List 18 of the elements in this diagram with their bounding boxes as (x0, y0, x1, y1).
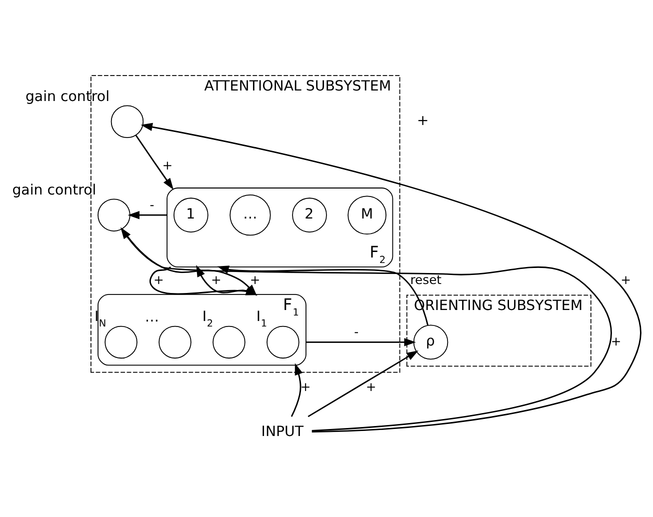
edge-label: + (620, 272, 632, 287)
edge-label: reset (410, 272, 442, 287)
node-label: gain control (25, 89, 110, 106)
edge-label: - (354, 325, 359, 340)
node-label: … (144, 310, 160, 326)
edge-label: + (162, 158, 173, 173)
node-text: INPUT (261, 424, 304, 440)
edge-label: + (300, 380, 311, 394)
edge-label: - (150, 198, 154, 212)
edge-label: + (210, 272, 222, 287)
edge-label: + (366, 380, 376, 394)
node-label: I$_{1}$ (256, 308, 268, 330)
node-label: I$_{2}$ (202, 308, 214, 330)
label: + (416, 112, 429, 129)
node-label: gain control (12, 182, 96, 199)
edge-label: + (610, 334, 622, 348)
edge-label: + (153, 272, 164, 287)
edge-label: + (250, 272, 260, 287)
